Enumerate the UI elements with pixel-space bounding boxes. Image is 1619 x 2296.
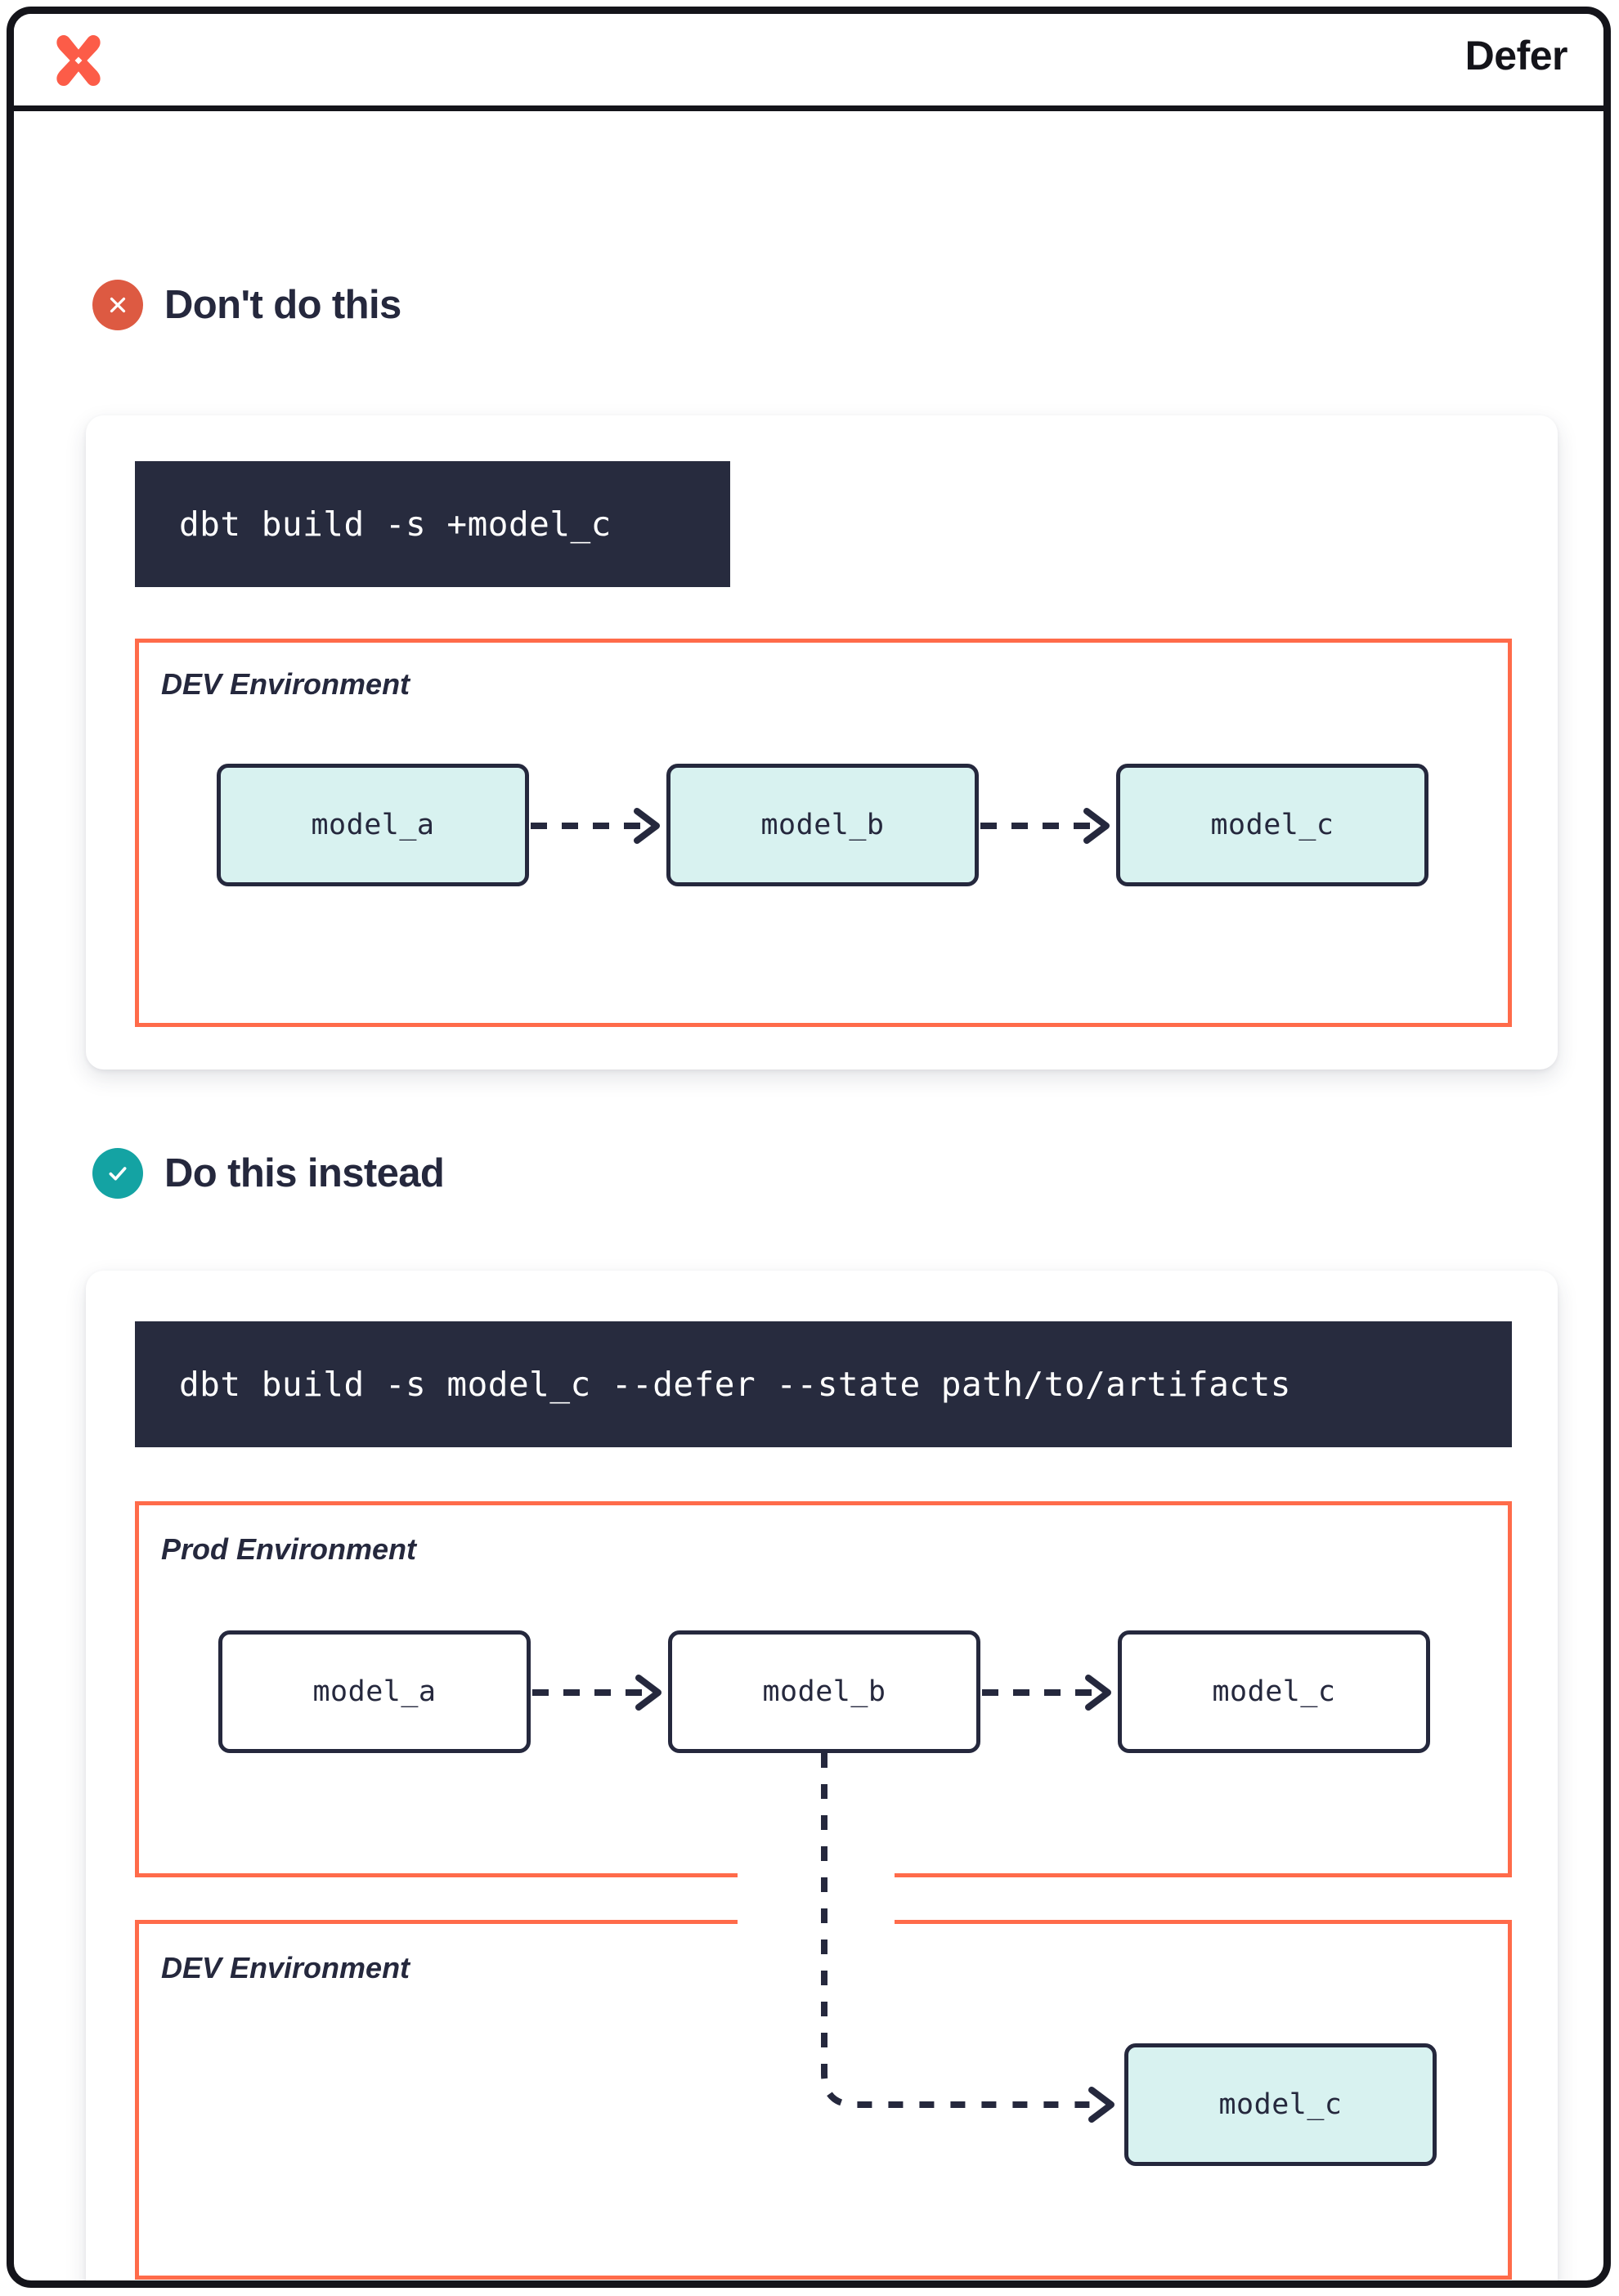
section-heading-dont: Don't do this [92,280,401,330]
code-block-do: dbt build -s model_c --defer --state pat… [135,1321,1512,1447]
env-dev-border-bottom [135,2276,1512,2280]
node-model-b-dev-dont: model_b [666,764,979,886]
section-title-dont: Don't do this [164,283,401,327]
env-dev-border-top-left [135,1920,738,1924]
env-label-dev-do: DEV Environment [161,1951,410,1984]
node-model-b-prod: model_b [668,1630,980,1753]
check-circle-icon [92,1148,143,1199]
page-frame: Defer Don't do this dbt build -s +model_… [7,7,1611,2288]
node-model-a-prod: model_a [218,1630,531,1753]
section-heading-do: Do this instead [92,1148,445,1199]
env-dev-border-left [135,1920,139,2280]
env-prod-border-bottom-right [895,1873,1512,1877]
env-dev-border-top-right [895,1920,1512,1924]
code-block-dont: dbt build -s +model_c [135,461,730,587]
section-title-do: Do this instead [164,1151,445,1195]
dbt-x-logo-icon [48,30,109,91]
env-prod-border-left [135,1501,139,1877]
env-label-dev-dont: DEV Environment [161,667,410,701]
node-model-c-dev-do: model_c [1124,2043,1437,2166]
env-label-prod: Prod Environment [161,1532,417,1566]
node-model-c-prod: model_c [1118,1630,1430,1753]
env-prod-border-top [135,1501,1512,1505]
x-circle-icon [92,280,143,330]
page-title: Defer [1464,33,1568,78]
env-dev-border-right [1508,1920,1512,2280]
env-prod-border-right [1508,1501,1512,1877]
node-model-a-dev-dont: model_a [217,764,529,886]
env-prod-border-bottom-left [135,1873,738,1877]
env-box-dev-dont [135,639,1512,1027]
node-model-c-dev-dont: model_c [1116,764,1428,886]
page-header: Defer [14,14,1603,111]
